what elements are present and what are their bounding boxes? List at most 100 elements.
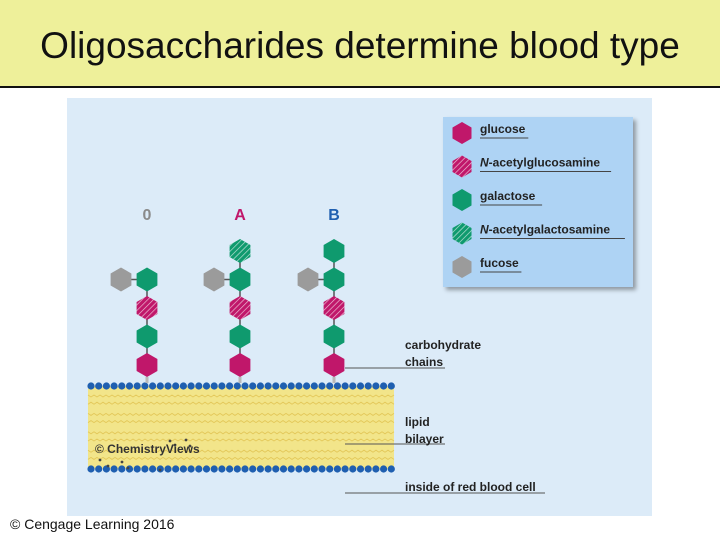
galactose-hexagon (323, 324, 345, 349)
inner-head-group (249, 465, 257, 473)
inner-head-group (272, 465, 280, 473)
inner-head-group (241, 465, 249, 473)
glucose-hexagon (136, 353, 158, 377)
outer-head-group (318, 382, 326, 390)
chain-type-0 (110, 267, 158, 383)
legend-label: fucose (480, 256, 519, 270)
inner-head-group (187, 465, 195, 473)
galactose-hexagon (229, 267, 251, 292)
outer-head-group (118, 382, 126, 390)
inner-head-group (172, 465, 180, 473)
inner-head-group (279, 465, 288, 473)
outer-head-group (303, 382, 311, 390)
legend-n-acetylgalactosamine-icon (452, 222, 472, 245)
inner-head-group (318, 465, 326, 473)
inner-head-group (141, 465, 149, 473)
n-acetylglucosamine-hexagon (136, 296, 158, 320)
inner-head-group (118, 465, 126, 473)
blood-type-label-b: B (328, 207, 340, 224)
outer-head-group (256, 382, 264, 390)
legend-label: N-acetylgalactosamine (480, 223, 610, 237)
slide-title: Oligosaccharides determine blood type (40, 25, 680, 66)
legend-glucose-icon (452, 122, 472, 144)
outer-head-group (164, 382, 172, 390)
inner-head-group (149, 465, 157, 473)
outer-head-group (380, 382, 388, 390)
n-acetylglucosamine-hexagon (323, 296, 345, 320)
inside-cell-label: inside of red blood cell (405, 480, 536, 494)
lipid-label-line2: bilayer (405, 432, 444, 446)
outer-head-group (179, 382, 187, 390)
legend-fucose-icon (452, 256, 472, 278)
inner-head-group (164, 465, 172, 473)
outer-head-group (110, 382, 118, 390)
glucose-hexagon (323, 353, 345, 377)
carbohydrate-label-line1: carbohydrate (405, 338, 481, 352)
inner-head-group (326, 465, 334, 473)
carbohydrate-chains (110, 239, 345, 383)
blood-type-label-a: A (234, 207, 246, 224)
chemistryviews-watermark: © ChemistryViews (95, 442, 200, 456)
outer-head-group (141, 382, 149, 390)
outer-head-group (326, 382, 334, 390)
blood-type-label-0: 0 (143, 207, 152, 224)
outer-head-group (172, 382, 180, 390)
outer-head-group (102, 382, 110, 390)
title-bar (0, 0, 720, 88)
n-acetylglucosamine-hexagon (229, 296, 251, 320)
lipid-bilayer (87, 382, 395, 473)
inner-head-group (110, 465, 118, 473)
inner-head-group (218, 465, 226, 473)
outer-head-group (187, 382, 195, 390)
legend-galactose-icon (452, 189, 472, 211)
glucose-hexagon (229, 353, 251, 377)
outer-head-group (349, 382, 357, 390)
inner-head-group (380, 465, 388, 473)
inner-head-group (87, 465, 95, 473)
inner-head-group (333, 465, 341, 473)
lipid-tail-region (88, 386, 394, 469)
legend-label: galactose (480, 189, 536, 203)
outer-head-group (233, 382, 241, 390)
inner-head-group (195, 465, 203, 473)
outer-head-group (356, 382, 365, 390)
chain-type-a (203, 239, 251, 383)
inner-head-group (264, 465, 272, 473)
fucose-hexagon (110, 267, 132, 292)
inner-head-group (372, 465, 380, 473)
outer-head-group (264, 382, 272, 390)
outer-head-group (295, 382, 303, 390)
carbohydrate-label-line2: chains (405, 355, 443, 369)
outer-head-group (272, 382, 280, 390)
copyright-notice: © Cengage Learning 2016 (10, 516, 175, 532)
chain-type-b (297, 239, 345, 383)
outer-head-group (249, 382, 257, 390)
inner-head-group (95, 465, 103, 473)
outer-head-group (195, 382, 203, 390)
inner-head-group (310, 465, 318, 473)
outer-head-group (95, 382, 103, 390)
outer-head-group (287, 382, 295, 390)
inner-head-group (387, 465, 395, 473)
lipid-label-line1: lipid (405, 415, 430, 429)
outer-head-group (125, 382, 134, 390)
outer-head-group (210, 382, 218, 390)
inner-head-group (233, 465, 241, 473)
legend-label: glucose (480, 122, 526, 136)
galactose-hexagon (136, 267, 158, 292)
inner-head-group (210, 465, 218, 473)
outer-head-group (310, 382, 318, 390)
outer-head-group (372, 382, 380, 390)
outer-head-group (226, 382, 234, 390)
galactose-hexagon (323, 267, 345, 292)
outer-head-group (156, 382, 164, 390)
legend-label: N-acetylglucosamine (480, 156, 600, 170)
legend-n-acetylglucosamine-icon (452, 155, 472, 178)
outer-head-group (364, 382, 372, 390)
inner-head-group (295, 465, 303, 473)
galactose-hexagon (229, 324, 251, 349)
n-acetylgalactosamine-hexagon (229, 239, 251, 263)
outer-head-group (149, 382, 157, 390)
inner-head-group (356, 465, 365, 473)
